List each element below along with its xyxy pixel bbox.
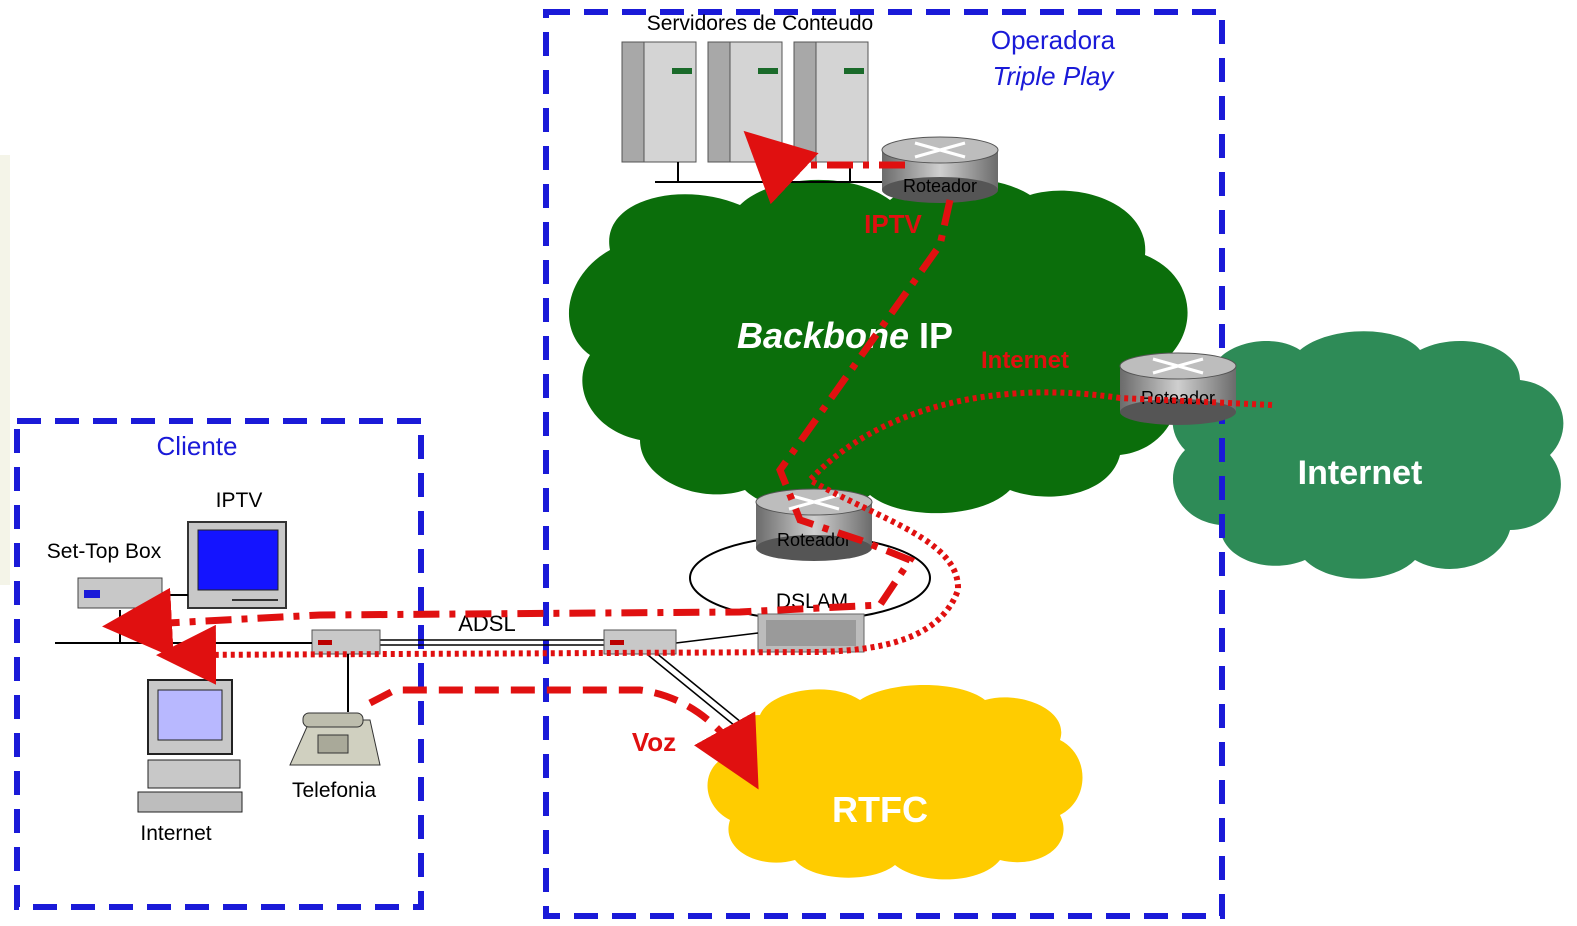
- router-top: Roteador: [881, 136, 999, 203]
- internet-cloud: [1172, 331, 1564, 579]
- internet-cloud-label: Internet: [1298, 454, 1423, 492]
- rtfc-cloud: [707, 685, 1083, 880]
- internet-flow-label: Internet: [981, 347, 1069, 374]
- pc-label: Internet: [140, 822, 211, 845]
- phone-label: Telefonia: [292, 779, 376, 802]
- left-edge-strip: [0, 155, 10, 585]
- router-dslam: Roteador: [755, 488, 873, 561]
- cliente-label: Cliente: [157, 431, 238, 461]
- dslam-device: [757, 613, 865, 653]
- voz-flow-path: [368, 686, 759, 790]
- operadora-label: Operadora: [991, 25, 1116, 55]
- server-icon: [707, 41, 783, 182]
- dslam-link: [675, 632, 759, 644]
- set-top-box-icon: [77, 577, 163, 609]
- backbone-label: Backbone IP: [737, 315, 953, 356]
- servers-label: Servidores de Conteudo: [647, 12, 873, 35]
- tv-icon: [162, 521, 287, 609]
- voz-flow-label: Voz: [632, 727, 676, 757]
- splitter-client: [311, 629, 381, 655]
- iptv-server-flow: [743, 130, 905, 205]
- router-top-label: Roteador: [903, 176, 977, 196]
- server-icon: [621, 41, 697, 182]
- router-edge: Roteador: [1119, 352, 1237, 425]
- stb-label: Set-Top Box: [47, 540, 162, 563]
- internet-flow-path: [156, 389, 1273, 685]
- telephone-icon: [289, 712, 381, 766]
- iptv-flow-label: IPTV: [864, 209, 922, 239]
- iptv-flow-path: [102, 199, 954, 658]
- operadora-zone: [543, 9, 1225, 919]
- router-dslam-label: Roteador: [777, 530, 851, 550]
- computer-icon: [137, 679, 243, 813]
- rtfc-label: RTFC: [832, 789, 928, 830]
- content-servers: [621, 41, 895, 183]
- tv-label: IPTV: [216, 489, 263, 512]
- backbone-cloud: [568, 178, 1188, 514]
- cliente-zone: [14, 418, 424, 910]
- server-icon: [793, 41, 869, 182]
- triple-play-label: Triple Play: [993, 61, 1116, 91]
